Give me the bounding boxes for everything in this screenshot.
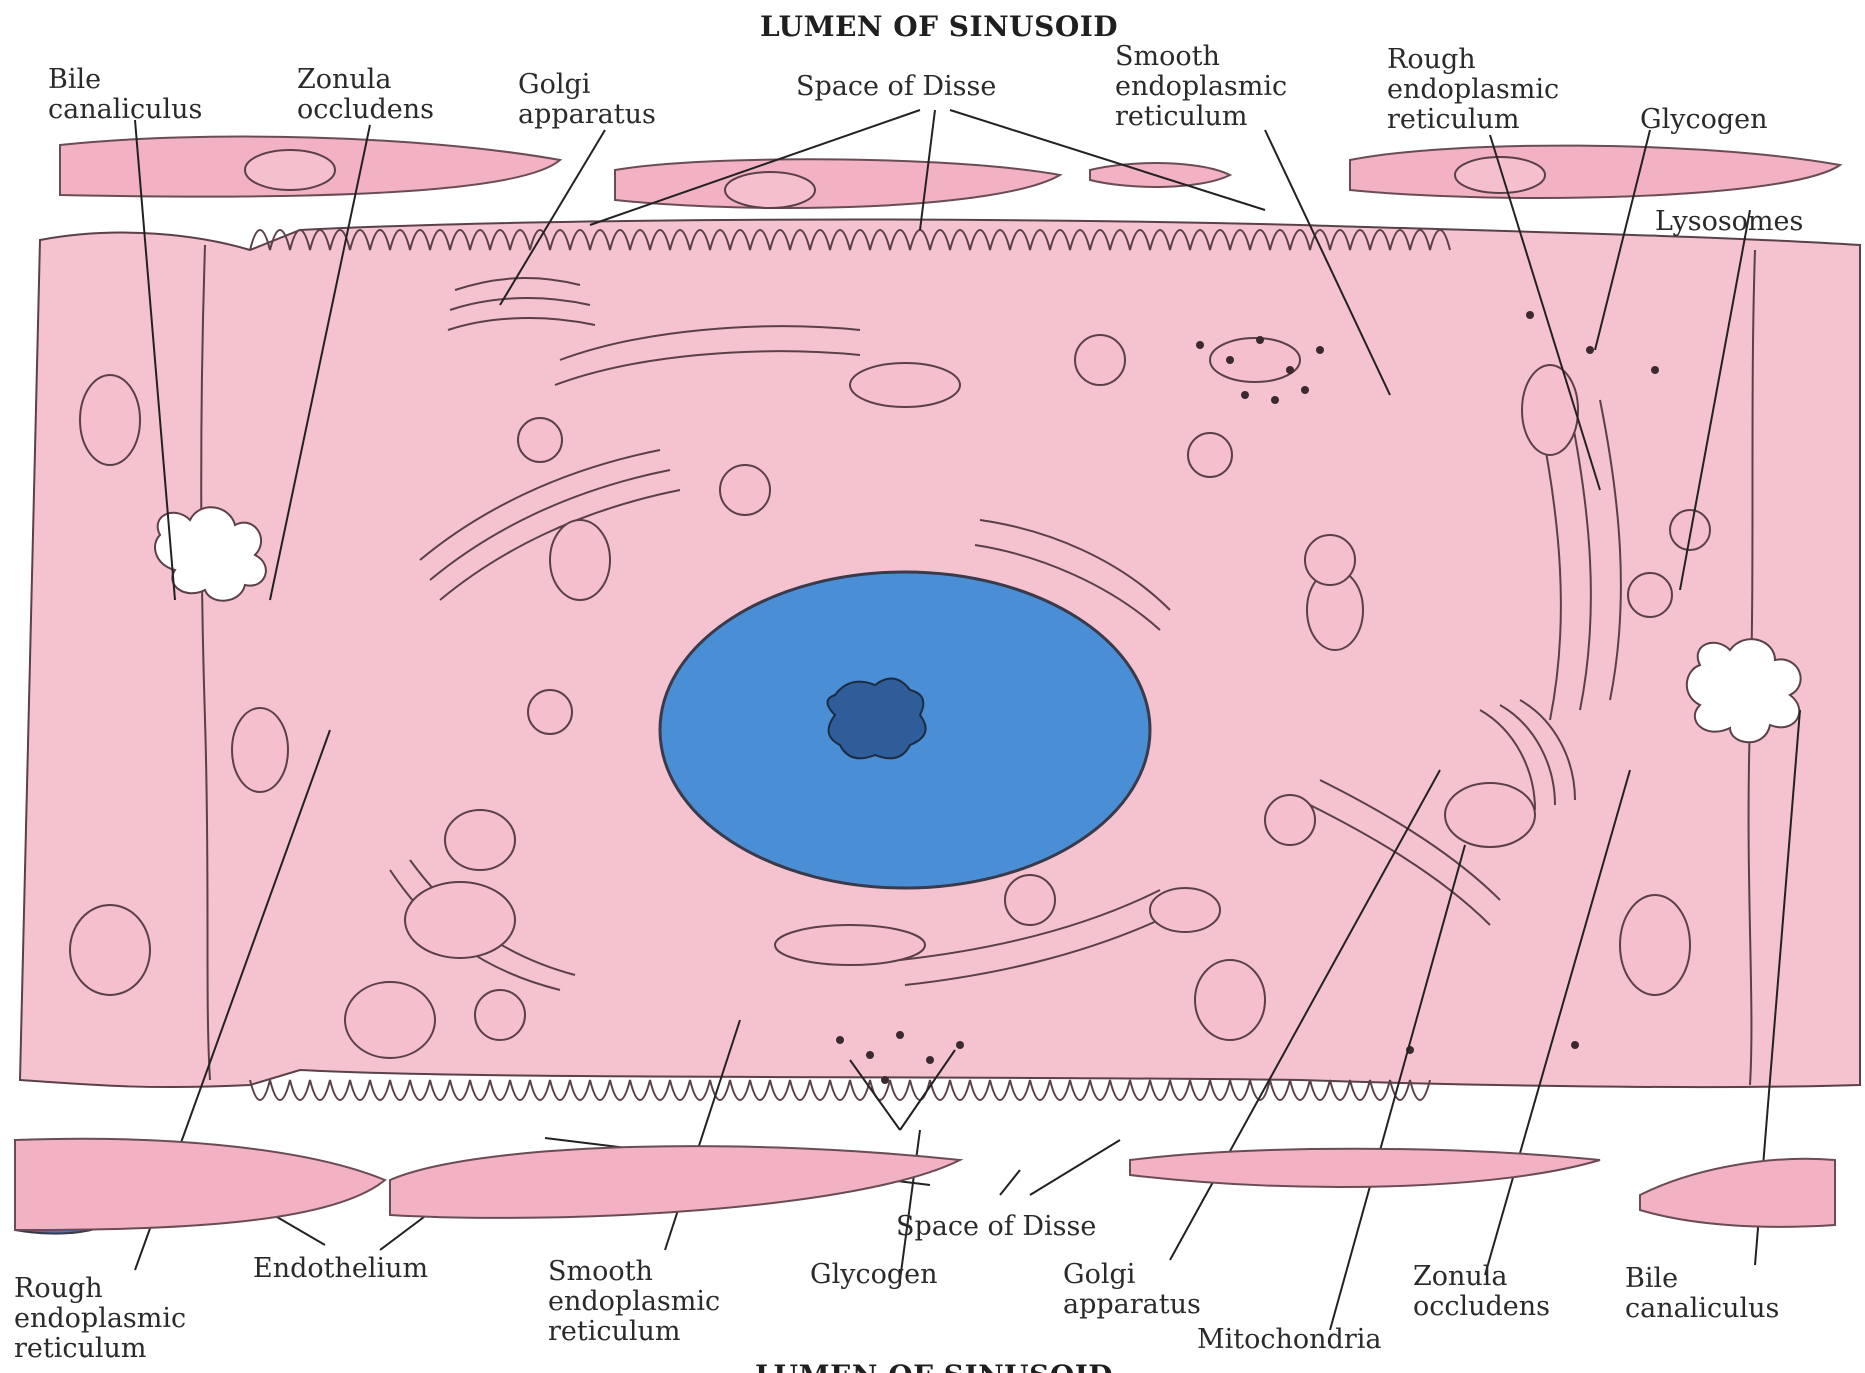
label-bile-canaliculus-top-left-2: canaliculus — [48, 94, 202, 125]
label-ser-top-1: Smooth — [1115, 41, 1220, 72]
label-glycogen-top: Glycogen — [1640, 104, 1768, 135]
label-ser-top-3: reticulum — [1115, 101, 1248, 132]
label-rer-top-2: endoplasmic — [1387, 74, 1559, 105]
label-ser-bottom-3: reticulum — [548, 1316, 681, 1347]
label-endothelium: Endothelium — [253, 1253, 428, 1284]
title-top: LUMEN OF SINUSOID — [760, 10, 1118, 43]
label-zonula-top-left-2: occludens — [297, 94, 434, 125]
label-zonula-bottom-2: occludens — [1413, 1291, 1550, 1322]
label-rer-top-3: reticulum — [1387, 104, 1520, 135]
label-lysosomes: Lysosomes — [1655, 206, 1803, 237]
label-golgi-top-left-2: apparatus — [518, 99, 656, 130]
label-mitochondria: Mitochondria — [1197, 1324, 1381, 1355]
label-bile-bottom-1: Bile — [1625, 1263, 1678, 1294]
label-rer-bottom-1: Rough — [14, 1273, 103, 1304]
label-rer-bottom-3: reticulum — [14, 1333, 147, 1364]
label-golgi-top-left-1: Golgi — [518, 69, 591, 100]
label-space-of-disse-bottom: Space of Disse — [896, 1211, 1096, 1242]
nucleus — [660, 572, 1150, 888]
label-ser-bottom-1: Smooth — [548, 1256, 653, 1287]
label-rer-top-1: Rough — [1387, 44, 1476, 75]
title-bottom: LUMEN OF SINUSOID — [755, 1359, 1113, 1373]
label-glycogen-bottom: Glycogen — [810, 1259, 938, 1290]
label-bile-canaliculus-top-left-1: Bile — [48, 64, 101, 95]
label-ser-top-2: endoplasmic — [1115, 71, 1287, 102]
label-bile-bottom-2: canaliculus — [1625, 1293, 1779, 1324]
label-golgi-bottom-2: apparatus — [1063, 1289, 1201, 1320]
label-space-of-disse-top: Space of Disse — [796, 71, 996, 102]
label-zonula-top-left-1: Zonula — [297, 64, 392, 95]
label-ser-bottom-2: endoplasmic — [548, 1286, 720, 1317]
label-zonula-bottom-1: Zonula — [1413, 1261, 1508, 1292]
label-rer-bottom-2: endoplasmic — [14, 1303, 186, 1334]
label-golgi-bottom-1: Golgi — [1063, 1259, 1136, 1290]
